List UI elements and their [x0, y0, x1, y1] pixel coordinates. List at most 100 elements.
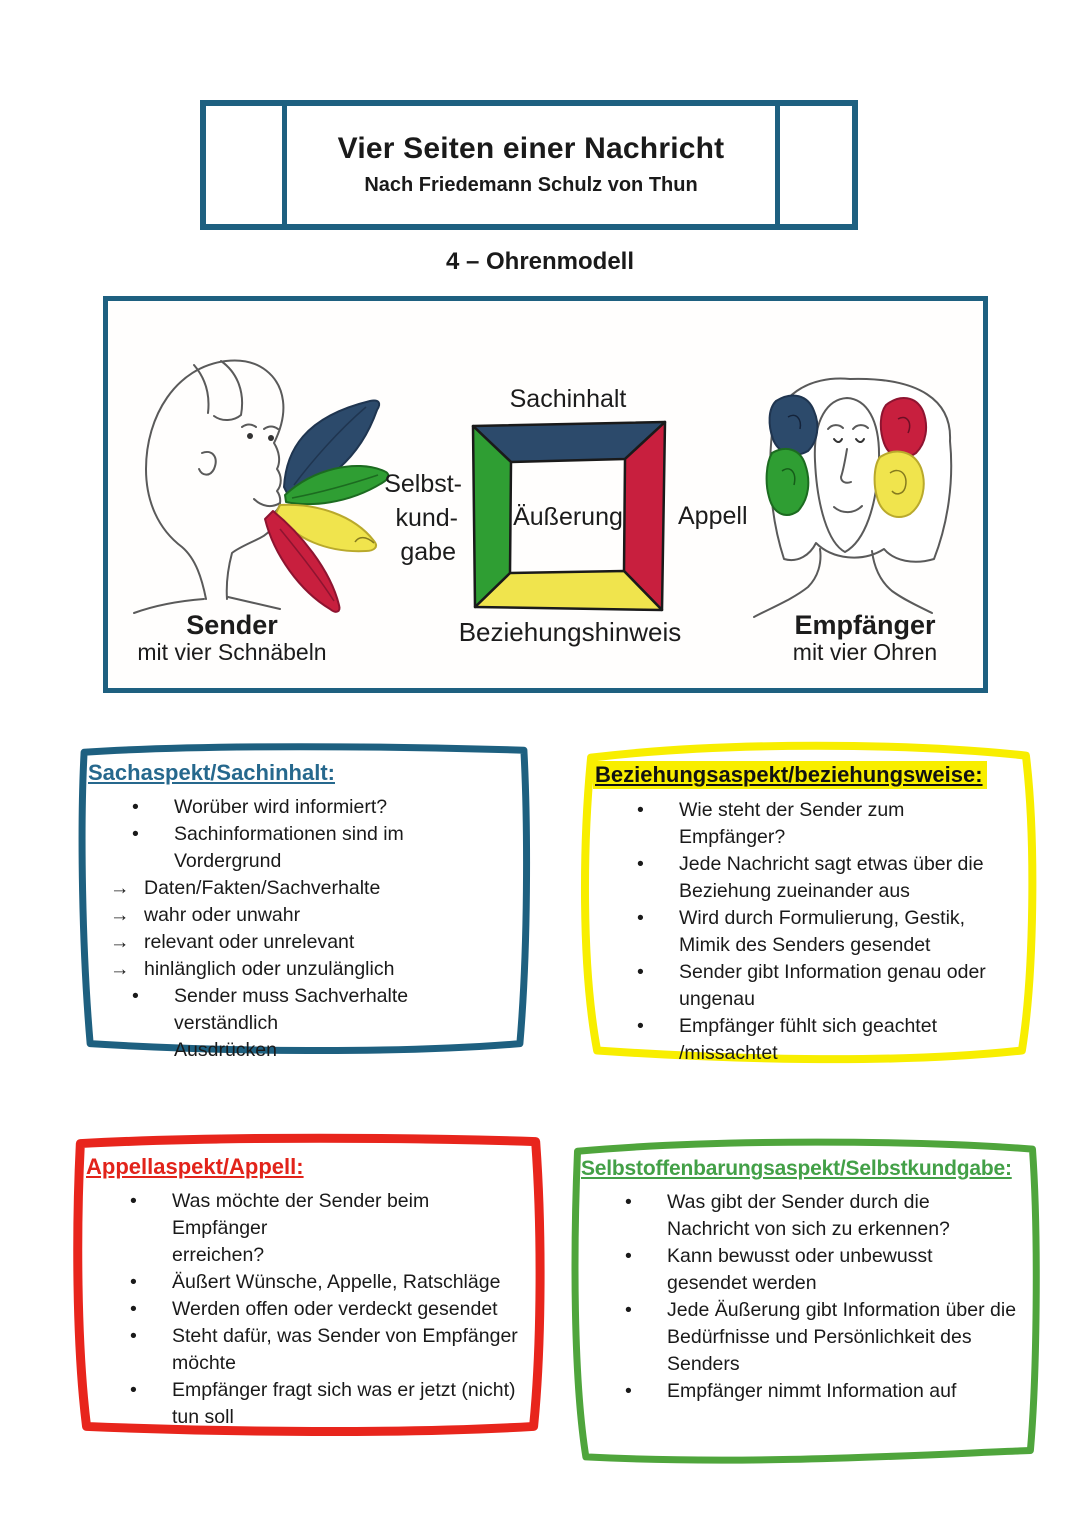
receiver-mouth	[833, 505, 863, 514]
list-item-text: hinlänglich oder unzulänglich	[144, 958, 395, 981]
ear-inner-1	[787, 414, 802, 430]
list-item: • Werden offen oder verdeckt gesendet	[86, 1296, 538, 1323]
ear-selfdisclosure-icon	[765, 448, 810, 516]
receiver-brow-right	[852, 424, 869, 430]
list-item-text: Empfänger fühlt sich geachtet /missachte…	[679, 1015, 937, 1065]
list-marker: •	[637, 853, 644, 876]
list-item: • Empfänger fragt sich was er jetzt (nic…	[86, 1377, 538, 1431]
label-selbstkundgabe-line3: gabe	[400, 538, 456, 566]
list-item: • Wird durch Formulierung, Gestik, Mimik…	[593, 905, 1032, 959]
list-item: • Wie steht der Sender zum Empfänger?	[593, 797, 1032, 851]
beak-appeal-icon	[264, 510, 341, 613]
list-marker: →	[110, 877, 130, 900]
list-item: → wahr oder unwahr	[88, 902, 528, 929]
message-square	[471, 420, 667, 612]
list-marker: •	[625, 1245, 632, 1268]
ear-inner-3	[897, 416, 911, 434]
receiver-brow-left	[827, 424, 844, 430]
page-subtitle: Nach Friedemann Schulz von Thun	[364, 174, 698, 196]
section-heading: 4 – Ohrenmodell	[445, 248, 635, 275]
label-appell: Appell	[678, 502, 748, 530]
list-item-text: Sachinformationen sind im Vordergrund	[174, 823, 404, 873]
box-beziehungsaspekt-list: • Wie steht der Sender zum Empfänger? • …	[593, 797, 1032, 1067]
list-item: • Worüber wird informiert?	[88, 794, 528, 821]
sender-eye-right	[268, 435, 274, 441]
box-sachaspekt-list: • Worüber wird informiert? • Sachinforma…	[88, 794, 528, 1064]
sender-shoulder-left	[133, 598, 205, 614]
box-selbstoffenbarungsaspekt-border	[565, 1132, 1045, 1474]
box-appellaspekt-list: • Was möchte der Sender beim Empfänger e…	[86, 1188, 538, 1431]
list-item: → hinlänglich oder unzulänglich	[88, 956, 528, 983]
list-item: → Daten/Fakten/Sachverhalte	[88, 875, 528, 902]
list-item: • Sachinformationen sind im Vordergrund	[88, 821, 528, 875]
ear-relationship-icon	[873, 450, 925, 518]
list-item: • Empfänger fühlt sich geachtet /missach…	[593, 1013, 1032, 1067]
list-item: → relevant oder unrelevant	[88, 929, 528, 956]
sender-brow-right	[263, 425, 279, 430]
list-item-text: Sender gibt Information genau oder ungen…	[679, 961, 986, 1011]
list-marker: •	[637, 1015, 644, 1038]
receiver-neck-right	[871, 550, 933, 614]
list-item: • Sender gibt Information genau oder ung…	[593, 959, 1032, 1013]
list-item: • Was möchte der Sender beim Empfänger e…	[86, 1188, 538, 1269]
list-marker: •	[625, 1299, 632, 1322]
sender-hair-strand-2	[193, 364, 210, 414]
sender-figure	[133, 359, 285, 614]
list-marker: •	[637, 961, 644, 984]
list-item-text: Empfänger nimmt Information auf	[667, 1380, 957, 1403]
receiver-caption: Empfänger	[794, 610, 936, 640]
list-marker: →	[110, 931, 130, 954]
receiver-eye-left	[833, 438, 843, 443]
list-item-text: wahr oder unwahr	[144, 904, 301, 927]
sender-caption-sub: mit vier Schnäbeln	[137, 639, 326, 665]
list-item: • Steht dafür, was Sender von Empfänger …	[86, 1323, 538, 1377]
box-selbstoffenbarungsaspekt-heading: Selbstoffenbarungsaspekt/Selbstkundgabe:	[581, 1157, 1012, 1180]
sender-mouth	[253, 498, 281, 508]
four-ears-model-figure: Sachinhalt Selbst- kund- gabe Äußerung A…	[103, 296, 988, 693]
list-marker: →	[110, 958, 130, 981]
beak-vein-2	[291, 474, 379, 499]
box-appellaspekt-border	[70, 1130, 546, 1440]
sender-beaks	[264, 399, 390, 613]
beak-curl	[354, 536, 375, 544]
list-item: • Jede Äußerung gibt Information über di…	[581, 1297, 1037, 1378]
list-item-text: Wird durch Formulierung, Gestik, Mimik d…	[679, 907, 966, 957]
label-aeusserung: Äußerung	[513, 503, 623, 531]
list-marker: •	[130, 1325, 137, 1348]
sender-head-outline	[145, 359, 285, 600]
list-item-text: Sender muss Sachverhalte verständlich Au…	[174, 985, 409, 1062]
list-item-text: Äußert Wünsche, Appelle, Ratschläge	[172, 1271, 501, 1294]
box-sachaspekt-heading: Sachaspekt/Sachinhalt:	[88, 760, 335, 785]
label-selbstkundgabe-line1: Selbst-	[384, 470, 462, 498]
receiver-eye-right	[855, 438, 865, 443]
list-item-text: Steht dafür, was Sender von Empfänger mö…	[172, 1325, 518, 1375]
list-item: • Äußert Wünsche, Appelle, Ratschläge	[86, 1269, 538, 1296]
list-marker: •	[637, 799, 644, 822]
title-box-left-cell	[206, 106, 287, 224]
list-marker: •	[625, 1380, 632, 1403]
sender-brow-left	[241, 423, 257, 428]
ear-inner-4	[889, 469, 907, 495]
box-beziehungsaspekt: Beziehungsaspekt/beziehungsweise: • Wie …	[577, 737, 1040, 1067]
list-item-text: Daten/Fakten/Sachverhalte	[144, 877, 381, 900]
list-marker: •	[637, 907, 644, 930]
list-item: • Was gibt der Sender durch die Nachrich…	[581, 1189, 1037, 1243]
sender-eye-left	[247, 433, 253, 439]
square-side-selfdisclosure	[471, 424, 513, 609]
receiver-neck-left	[753, 548, 822, 618]
beak-vein-3	[279, 528, 335, 602]
box-selbstoffenbarungsaspekt-list: • Was gibt der Sender durch die Nachrich…	[581, 1189, 1037, 1405]
list-item-text: Worüber wird informiert?	[174, 796, 388, 819]
label-beziehungshinweis: Beziehungshinweis	[459, 617, 682, 647]
list-item: • Sender muss Sachverhalte verständlich …	[88, 983, 528, 1064]
list-item-text: Jede Äußerung gibt Information über die …	[667, 1299, 1017, 1376]
list-item-text: Was gibt der Sender durch die Nachricht …	[667, 1191, 950, 1241]
title-box-right-cell	[775, 106, 852, 224]
list-item-text: relevant oder unrelevant	[144, 931, 355, 954]
receiver-caption-sub: mit vier Ohren	[793, 639, 937, 665]
list-item-text: Kann bewusst oder unbewusst gesendet wer…	[667, 1245, 933, 1295]
list-item-text: Was möchte der Sender beim Empfänger err…	[172, 1190, 430, 1267]
box-appellaspekt: Appellaspekt/Appell: • Was möchte der Se…	[70, 1130, 546, 1440]
box-appellaspekt-heading: Appellaspekt/Appell:	[86, 1154, 304, 1179]
